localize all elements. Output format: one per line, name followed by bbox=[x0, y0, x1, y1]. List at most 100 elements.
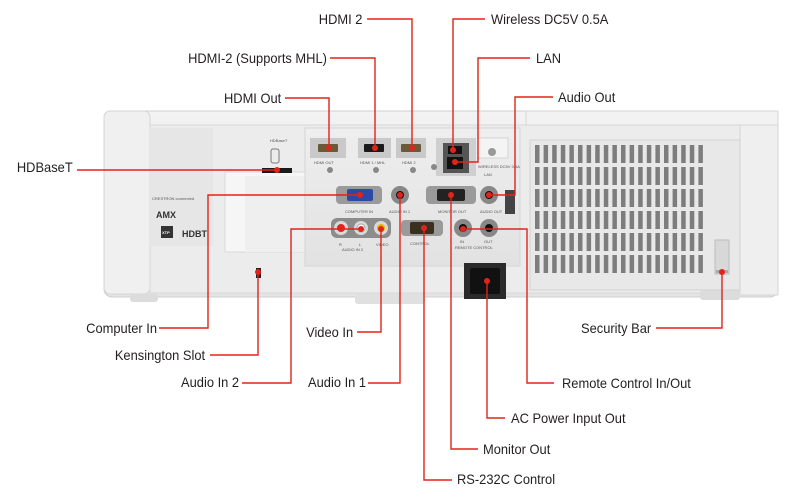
vent-slot bbox=[612, 167, 617, 185]
vent-slot bbox=[595, 145, 600, 163]
vent-slot bbox=[535, 167, 540, 185]
vent-slot bbox=[578, 167, 583, 185]
vent-slot bbox=[698, 233, 703, 251]
connector-panel: HDMI OUT HDMI 1 / MHL HDMI 2 WIRELESS DC… bbox=[304, 127, 521, 267]
audio-out-marking: AUDIO OUT bbox=[480, 209, 503, 214]
vent-slot bbox=[664, 167, 669, 185]
vent-slot bbox=[698, 255, 703, 273]
leader-dot-lan bbox=[452, 159, 458, 165]
vent-slot bbox=[689, 255, 695, 273]
leader-dot-hdmi2 bbox=[409, 145, 415, 151]
vent-slot bbox=[569, 233, 574, 251]
leader-dot-video-in bbox=[378, 226, 384, 232]
vent-slot bbox=[586, 145, 592, 163]
leader-line-hdmi2-mhl bbox=[330, 57, 376, 148]
leader-line-video-in bbox=[357, 229, 382, 333]
logo-crestron: CRESTRON connected bbox=[152, 196, 194, 201]
vent-slot bbox=[535, 233, 540, 251]
vent-slot bbox=[612, 233, 617, 251]
vent-slot bbox=[621, 167, 626, 185]
leader-dot-remote-control bbox=[460, 226, 466, 232]
vent-slot bbox=[638, 145, 643, 163]
video-marking: VIDEO bbox=[376, 242, 388, 247]
vent-slot bbox=[552, 211, 557, 229]
vent-slot bbox=[543, 233, 549, 251]
leader-dot-audio-out bbox=[486, 192, 492, 198]
callout-computer-in: Computer In bbox=[86, 320, 157, 336]
vent-slot bbox=[698, 145, 703, 163]
vent-slot bbox=[672, 189, 678, 207]
vent-slot bbox=[638, 233, 643, 251]
vent-slot bbox=[672, 145, 678, 163]
control-marking: CONTROL bbox=[410, 241, 430, 246]
vent-slot bbox=[578, 233, 583, 251]
leader-dot-ac-power bbox=[484, 278, 490, 284]
callout-video-in: Video In bbox=[305, 324, 353, 340]
leader-line-kensington bbox=[210, 272, 259, 356]
vent-slot bbox=[560, 167, 566, 185]
vent-slot bbox=[569, 255, 574, 273]
vent-slot bbox=[646, 145, 652, 163]
vent-slot bbox=[552, 145, 557, 163]
vent-slot bbox=[569, 189, 574, 207]
vent-slot bbox=[655, 255, 660, 273]
leader-line-computer-in bbox=[159, 194, 360, 329]
vent-slot bbox=[560, 145, 566, 163]
leader-dot-wireless bbox=[450, 147, 456, 153]
vent-slot bbox=[646, 255, 652, 273]
vent-slot bbox=[629, 233, 635, 251]
callout-monitor-out: Monitor Out bbox=[483, 441, 551, 457]
vent-slot bbox=[612, 189, 617, 207]
vent-slot bbox=[638, 255, 643, 273]
vent-slot bbox=[655, 233, 660, 251]
vent-slot bbox=[672, 211, 678, 229]
vent-slot bbox=[689, 145, 695, 163]
vent-grille bbox=[529, 139, 741, 291]
callout-audio-out: Audio Out bbox=[558, 89, 616, 105]
leader-line-audio-out bbox=[489, 96, 553, 196]
vent-slot bbox=[681, 189, 686, 207]
vent-slot bbox=[689, 211, 695, 229]
vent-slot bbox=[578, 189, 583, 207]
vent-slot bbox=[578, 145, 583, 163]
vent-slot bbox=[655, 211, 660, 229]
vent-slot bbox=[664, 189, 669, 207]
leader-dot-computer-in bbox=[357, 192, 363, 198]
vent-slot bbox=[535, 145, 540, 163]
hdmi-out-marking: HDMI OUT bbox=[314, 160, 334, 165]
hdbaset-marking: HDBaseT bbox=[270, 138, 288, 143]
vent-slot bbox=[664, 233, 669, 251]
vent-slot bbox=[560, 255, 566, 273]
callout-remote-control: Remote Control In/Out bbox=[562, 375, 691, 391]
vent-slot bbox=[603, 145, 609, 163]
callout-lan: LAN bbox=[536, 50, 562, 66]
vent-slot bbox=[543, 211, 549, 229]
audio-in-2-r-port bbox=[337, 224, 345, 232]
vent-slot bbox=[595, 211, 600, 229]
leader-dot-monitor-out bbox=[448, 192, 454, 198]
leader-dot-security-bar bbox=[719, 269, 725, 275]
vent-slot bbox=[629, 167, 635, 185]
vent-slot bbox=[586, 167, 592, 185]
logo-hdbt: HDBT bbox=[182, 229, 207, 239]
leader-line-hdmi-out bbox=[285, 97, 330, 148]
vent-slot bbox=[612, 145, 617, 163]
hdbaset-port-area: HDBaseT CRESTRON connected AMX XTP HDBT bbox=[149, 128, 311, 278]
vent-slot bbox=[603, 255, 609, 273]
leader-dot-hdmi2-mhl bbox=[372, 145, 378, 151]
audio-in-2-r-marking: R bbox=[339, 242, 342, 247]
leader-line-hdmi2 bbox=[367, 18, 413, 148]
vent-slot bbox=[612, 255, 617, 273]
vent-slot bbox=[603, 211, 609, 229]
vent-slot bbox=[560, 233, 566, 251]
vent-slot bbox=[638, 189, 643, 207]
vent-slot bbox=[569, 167, 574, 185]
leader-line-ac-power bbox=[486, 281, 505, 419]
vent-slot bbox=[543, 167, 549, 185]
vent-slot bbox=[629, 145, 635, 163]
leader-lines bbox=[77, 18, 723, 481]
callout-hdmi-out: HDMI Out bbox=[223, 90, 281, 106]
vent-slot bbox=[672, 167, 678, 185]
vent-slot bbox=[595, 189, 600, 207]
vent-slot bbox=[646, 233, 652, 251]
